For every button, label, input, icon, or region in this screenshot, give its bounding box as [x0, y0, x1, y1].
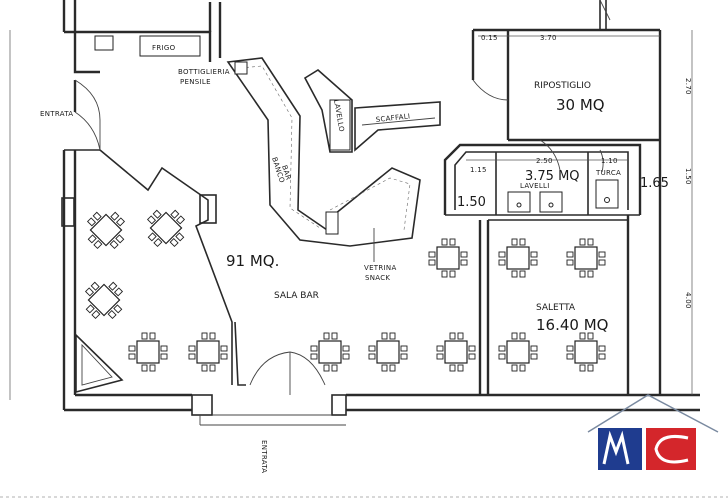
saletta-area-label: 16.40 MQ [536, 316, 608, 334]
logo-red-block [646, 428, 696, 470]
table-12 [498, 332, 538, 372]
ripostiglio-label: RIPOSTIGLIO [534, 81, 591, 91]
wc-left-dim: 1.50 [457, 195, 486, 210]
dim-wc-2: 2.50 [536, 157, 553, 165]
dim-right-1: 2.70 [684, 78, 692, 95]
entrata-bottom-label: ENTRATA [260, 440, 268, 473]
turca-label: TURCA [595, 169, 621, 177]
snack-label: SNACK [365, 274, 390, 282]
dim-wc-1: 1.15 [470, 166, 487, 174]
table-13 [566, 332, 606, 372]
mc-logo [587, 394, 719, 470]
logo-c-mark [654, 434, 689, 464]
scaffali-label: SCAFFALI [375, 112, 410, 124]
dimension-lines: 0.15 3.70 1.15 2.50 1.10 2.70 1.50 4.00 [9, 30, 693, 400]
dim-top-right: 3.70 [540, 34, 557, 42]
saletta-label: SALETTA [536, 303, 576, 313]
vetrina-label: VETRINA [364, 264, 397, 272]
stair-triangle [75, 333, 124, 394]
sala-bar-label: SALA BAR [274, 291, 319, 301]
entrata-left-label: ENTRATA [40, 110, 73, 118]
table-7 [498, 238, 538, 278]
table-4 [128, 332, 168, 372]
dim-right-2: 1.50 [684, 168, 692, 185]
dim-top-left: 0.15 [481, 34, 498, 42]
wc-fixtures: TURCA LAVELLI 3.75 MQ 1.50 1.65 [457, 169, 669, 213]
bottiglieria-label: BOTTIGLIERIA [178, 68, 230, 76]
table-5 [188, 332, 228, 372]
table-10 [368, 332, 408, 372]
doors [74, 79, 604, 395]
frigo-box [139, 35, 201, 57]
wc-right-dim: 1.65 [640, 176, 669, 191]
ripostiglio-area-label: 30 MQ [556, 96, 605, 114]
frigo-unit [94, 35, 114, 51]
table-6 [428, 238, 468, 278]
logo-m-mark [602, 430, 630, 465]
dim-wc-3: 1.10 [601, 157, 618, 165]
sala-area-label: 91 MQ. [226, 252, 279, 270]
frigo-label: FRIGO [152, 44, 176, 52]
pensile-label: PENSILE [180, 78, 211, 86]
table-9 [310, 332, 350, 372]
table-3 [84, 281, 124, 320]
table-11 [436, 332, 476, 372]
room-labels: ENTRATA ENTRATA 91 MQ. SALA BAR RIPOSTIG… [40, 81, 608, 473]
kitchen-fixtures: FRIGO BOTTIGLIERIA PENSILE BANCO BAR LAV… [94, 35, 441, 282]
table-1 [86, 211, 126, 250]
table-2 [146, 209, 186, 248]
dim-right-3: 4.00 [684, 292, 692, 309]
lavelli-label: LAVELLI [520, 182, 550, 190]
tables-layer [84, 209, 606, 372]
wc-area-label: 3.75 MQ [525, 169, 580, 184]
table-8 [566, 238, 606, 278]
